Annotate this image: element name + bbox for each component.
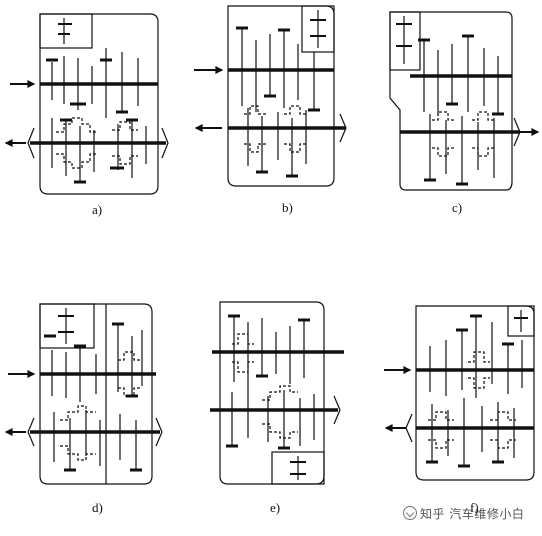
panel-f-housing (415, 305, 535, 481)
zhihu-logo-icon (403, 506, 417, 520)
panel-e-housing (219, 301, 325, 485)
panel-c-reverse-box (389, 11, 421, 71)
panel-a-housing (39, 13, 159, 195)
panel-a-reverse-box (39, 13, 93, 49)
panel-e-reverse-box (271, 451, 325, 485)
panel-f-diagram (384, 305, 535, 481)
panel-c-label: c) (452, 200, 462, 215)
panel-b-label: b) (282, 200, 293, 215)
watermark: 知乎 汽车维修小白 (403, 505, 524, 522)
panel-d-reverse-box (39, 303, 95, 349)
panel-b-reverse-box (301, 5, 335, 53)
panel-d-label: d) (92, 500, 103, 515)
watermark-text: 知乎 汽车维修小白 (420, 507, 525, 521)
panel-f-label: f) (470, 500, 479, 515)
panel-b-diagram (194, 5, 347, 187)
panel-f-reverse-box (507, 305, 535, 337)
panel-d-diagram (4, 303, 163, 485)
panel-d-housing (39, 303, 153, 485)
panel-e-diagram (210, 301, 344, 485)
panel-c-housing (389, 11, 513, 191)
panel-a-label: a) (92, 202, 102, 217)
panel-e-label: e) (270, 500, 280, 515)
panel-c-diagram (389, 11, 540, 191)
panel-b-housing (227, 5, 335, 187)
panel-a-diagram (4, 13, 169, 195)
